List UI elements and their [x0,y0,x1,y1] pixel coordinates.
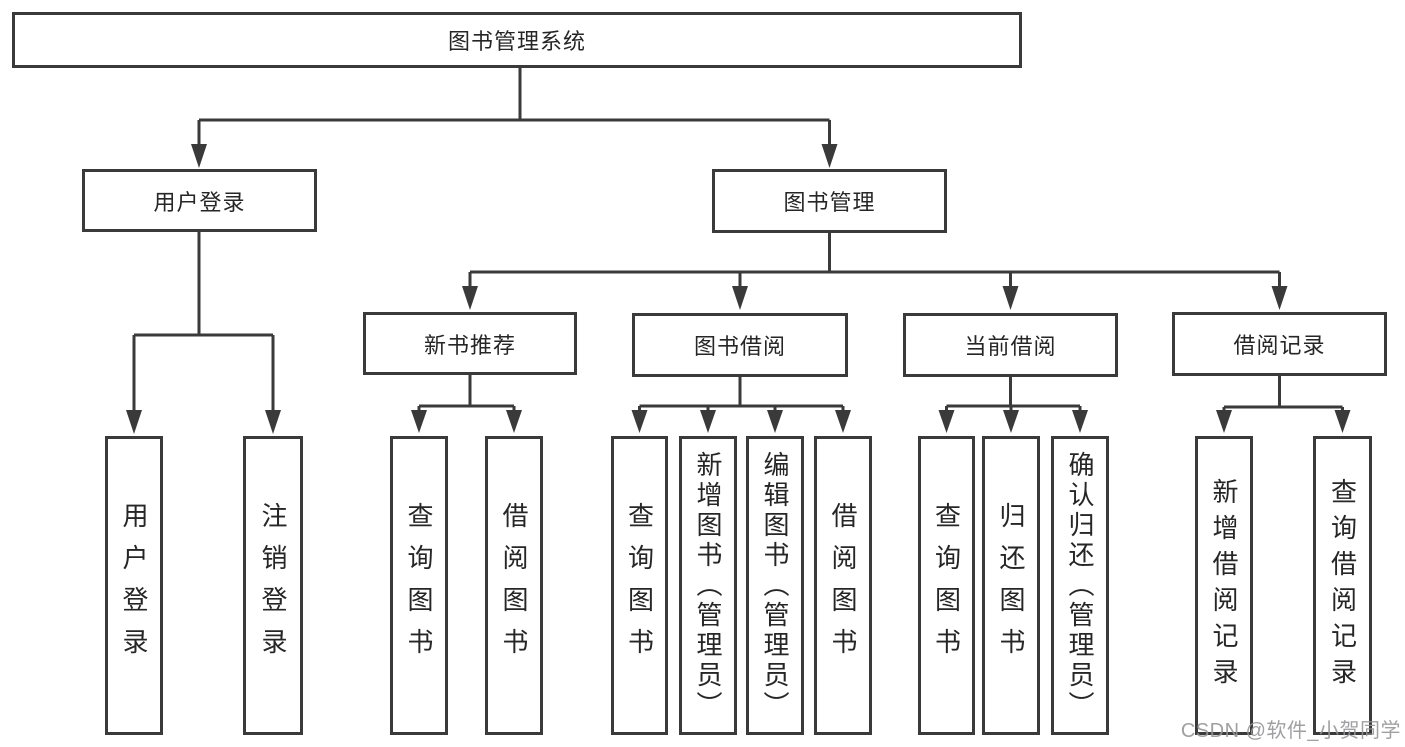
leaf-query-books-current-label: 查询图书 [931,501,962,670]
node-current-borrow: 当前借阅 [903,313,1118,377]
node-user-login: 用户登录 [82,169,317,232]
node-root: 图书管理系统 [12,12,1022,68]
leaf-add-book-admin-label: 新增图书（管理员） [693,450,723,721]
leaf-confirm-return-admin-label: 确认归还（管理员） [1065,450,1095,721]
leaf-edit-book-admin-label: 编辑图书（管理员） [760,450,790,721]
node-borrow-records-label: 借阅记录 [1233,333,1326,358]
node-book-management: 图书管理 [712,169,947,233]
leaf-query-borrow-record-label: 查询借阅记录 [1327,477,1358,694]
leaf-edit-book-admin: 编辑图书（管理员） [746,436,804,735]
leaf-return-books: 归还图书 [982,436,1040,735]
leaf-borrow-books: 借阅图书 [814,436,872,735]
node-user-login-label: 用户登录 [153,189,246,215]
leaf-query-books-recommend-label: 查询图书 [404,501,434,670]
node-current-borrow-label: 当前借阅 [964,334,1057,359]
leaf-query-books-current: 查询图书 [918,436,975,735]
arrowheads [126,144,1351,434]
leaf-query-borrow-record: 查询借阅记录 [1313,436,1372,735]
node-book-borrow: 图书借阅 [632,313,848,377]
leaf-logout: 注销登录 [243,436,303,735]
edge-root-to-level1 [197,68,831,146]
edge-new-book-recommend-children [417,375,516,414]
node-book-borrow-label: 图书借阅 [693,334,786,359]
leaf-confirm-return-admin: 确认归还（管理员） [1051,436,1109,735]
leaf-return-books-label: 归还图书 [996,501,1026,670]
edge-current-borrow-children [945,377,1082,414]
leaf-borrow-books-recommend: 借阅图书 [485,436,543,735]
leaf-add-borrow-record-label: 新增借阅记录 [1209,477,1239,694]
node-book-management-label: 图书管理 [783,190,876,215]
leaf-query-books-borrow-label: 查询图书 [624,501,655,670]
leaf-query-books-recommend: 查询图书 [390,436,448,735]
leaf-add-book-admin: 新增图书（管理员） [679,436,737,735]
leaf-query-books-borrow: 查询图书 [611,436,668,735]
leaf-add-borrow-record: 新增借阅记录 [1195,436,1253,735]
leaf-borrow-books-recommend-label: 借阅图书 [499,501,529,670]
leaf-logout-label: 注销登录 [258,501,288,670]
edge-book-borrow-children [638,377,845,414]
node-borrow-records: 借阅记录 [1172,312,1387,376]
edge-book-management-to-level2 [468,233,1281,287]
node-new-book-recommend: 新书推荐 [363,312,577,375]
csdn-watermark: CSDN @软件_小贺同学 [1180,720,1401,742]
leaf-borrow-books-label: 借阅图书 [828,501,858,670]
node-new-book-recommend-label: 新书推荐 [423,332,516,358]
node-root-label: 图书管理系统 [447,29,586,54]
edge-borrow-records-children [1222,376,1344,414]
leaf-user-login: 用户登录 [105,436,163,735]
edge-user-login-children [132,232,275,411]
leaf-user-login-label: 用户登录 [119,501,149,670]
